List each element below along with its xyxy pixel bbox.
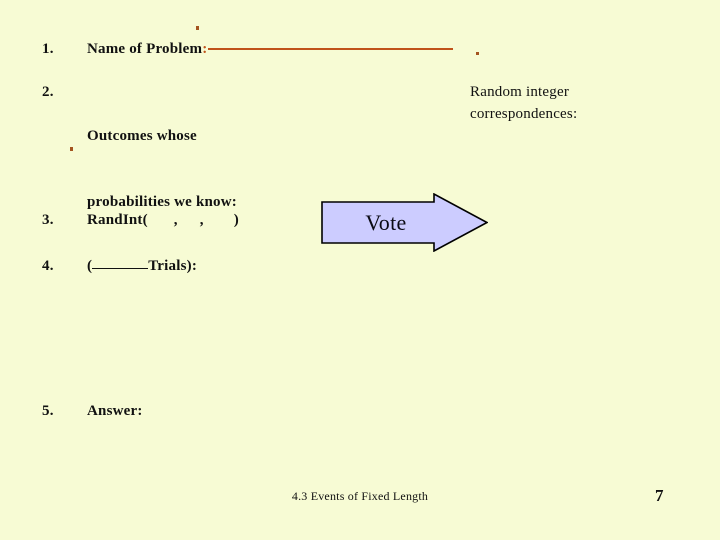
list-item-number: 1. [42, 41, 54, 57]
stray-mark-icon [70, 147, 73, 151]
list-item-1: 1. Name of Problem: [42, 38, 454, 60]
randint-comma-1: , [173, 212, 178, 228]
problem-name-blank[interactable] [208, 48, 454, 50]
randint-suffix: ) [233, 212, 239, 228]
problem-name-colon: : [202, 41, 208, 57]
footer-section-title: 4.3 Events of Fixed Length [291, 489, 429, 503]
outcomes-line-2: probabilities we know: [87, 194, 237, 210]
right-column-line-1: Random integer [470, 84, 570, 100]
footer-page-number: 7 [655, 486, 664, 505]
list-item-2: 2. Outcomes whose probabilities we know: [42, 81, 237, 257]
stray-mark-icon [476, 52, 479, 55]
list-item-body: Outcomes whose probabilities we know: [87, 81, 237, 257]
list-item-5: 5. Answer: [42, 400, 143, 422]
right-column-line-2: correspondences: [470, 106, 578, 122]
random-integer-correspondences-heading: Random integer correspondences: [470, 81, 577, 125]
list-item-4: 4. ( Trials): [42, 255, 197, 277]
list-item-number: 2. [42, 84, 54, 100]
stray-mark-icon [196, 26, 199, 30]
list-item-body: ( Trials): [87, 255, 197, 277]
trials-label: Trials): [148, 258, 198, 274]
vote-arrow-icon [321, 193, 488, 252]
trials-open-paren: ( [87, 258, 93, 274]
answer-label: Answer: [87, 403, 143, 419]
list-item-number: 4. [42, 258, 54, 274]
list-item-number: 3. [42, 212, 54, 228]
list-item-number: 5. [42, 403, 54, 419]
randint-comma-2: , [199, 212, 204, 228]
list-item-body: Name of Problem: [87, 38, 454, 60]
outcomes-line-1: Outcomes whose [87, 128, 197, 144]
trials-count-blank[interactable] [92, 268, 149, 269]
list-item-3: 3. RandInt(,,) [42, 209, 239, 231]
problem-name-label: Name of Problem [87, 41, 203, 57]
randint-prefix: RandInt( [87, 212, 148, 228]
list-item-body: RandInt(,,) [87, 209, 239, 231]
